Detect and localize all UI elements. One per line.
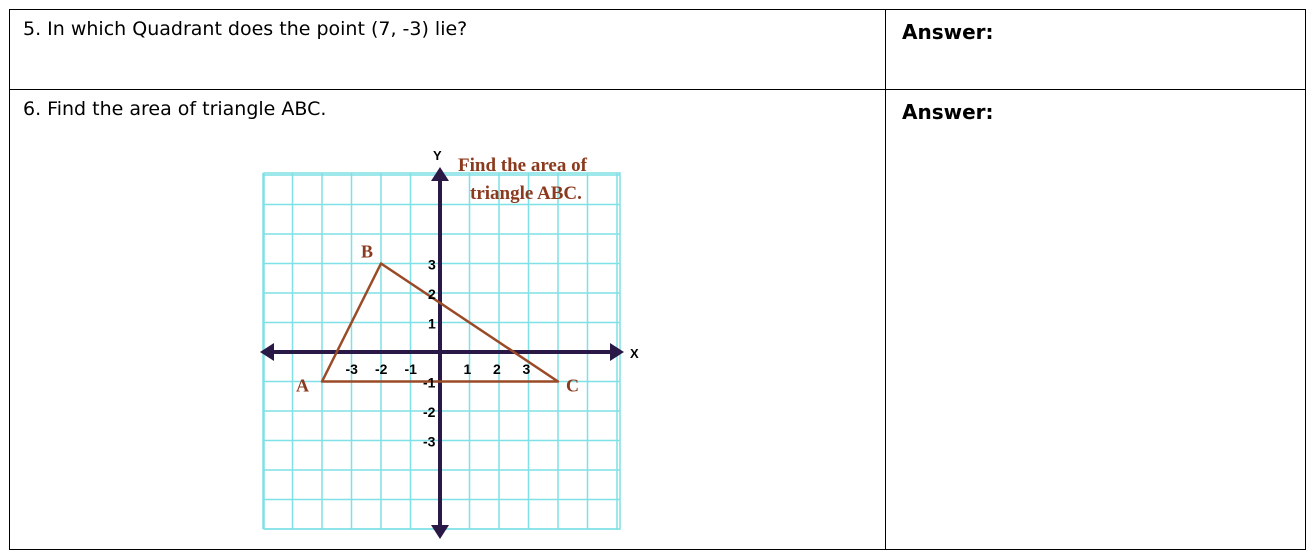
x-tick-label: -1 <box>405 361 418 377</box>
axes <box>260 167 624 539</box>
answer-cell-6[interactable]: Answer: <box>885 89 1306 550</box>
question-row-5: 5. In which Quadrant does the point (7, … <box>9 9 1306 90</box>
y-tick-label: -2 <box>423 404 436 420</box>
vertex-label-b: B <box>361 242 373 262</box>
y-axis-top-arrow <box>431 167 449 181</box>
x-tick-label: 1 <box>464 361 472 377</box>
vertex-label-c: C <box>566 376 579 396</box>
y-tick-label: 3 <box>428 257 436 273</box>
figure-title-line1: Find the area of <box>458 155 588 176</box>
y-tick-label: 1 <box>428 316 436 332</box>
x-axis-name: X <box>630 346 639 361</box>
x-tick-label: 2 <box>493 361 501 377</box>
question-cell-5: 5. In which Quadrant does the point (7, … <box>9 9 886 90</box>
x-tick-label: -2 <box>375 361 388 377</box>
triangle-outline <box>320 262 560 383</box>
x-axis-left-arrow <box>260 343 274 361</box>
y-axis-name: Y <box>433 148 442 163</box>
worksheet-table: 5. In which Quadrant does the point (7, … <box>9 9 1306 550</box>
vertex-label-a: A <box>296 376 309 396</box>
x-axis-right-arrow <box>610 343 624 361</box>
answer-label: Answer: <box>902 20 994 44</box>
question-text: 6. Find the area of triangle ABC. <box>23 98 327 120</box>
answer-label: Answer: <box>902 100 994 124</box>
question-text: 5. In which Quadrant does the point (7, … <box>23 18 468 40</box>
y-tick-label: -3 <box>423 434 436 450</box>
y-tick-label: 2 <box>428 286 436 302</box>
question-row-6: 6. Find the area of triangle ABC. Answer… <box>9 89 1306 550</box>
x-tick-label: -3 <box>346 361 359 377</box>
y-axis-bottom-arrow <box>431 525 449 539</box>
x-tick-label: 3 <box>523 361 531 377</box>
answer-cell-5[interactable]: Answer: <box>885 9 1306 90</box>
triangle-abc <box>320 262 560 383</box>
question-cell-6: 6. Find the area of triangle ABC. <box>9 89 886 550</box>
y-tick-label: -1 <box>423 375 436 391</box>
figure-title-line2: triangle ABC. <box>470 183 582 204</box>
